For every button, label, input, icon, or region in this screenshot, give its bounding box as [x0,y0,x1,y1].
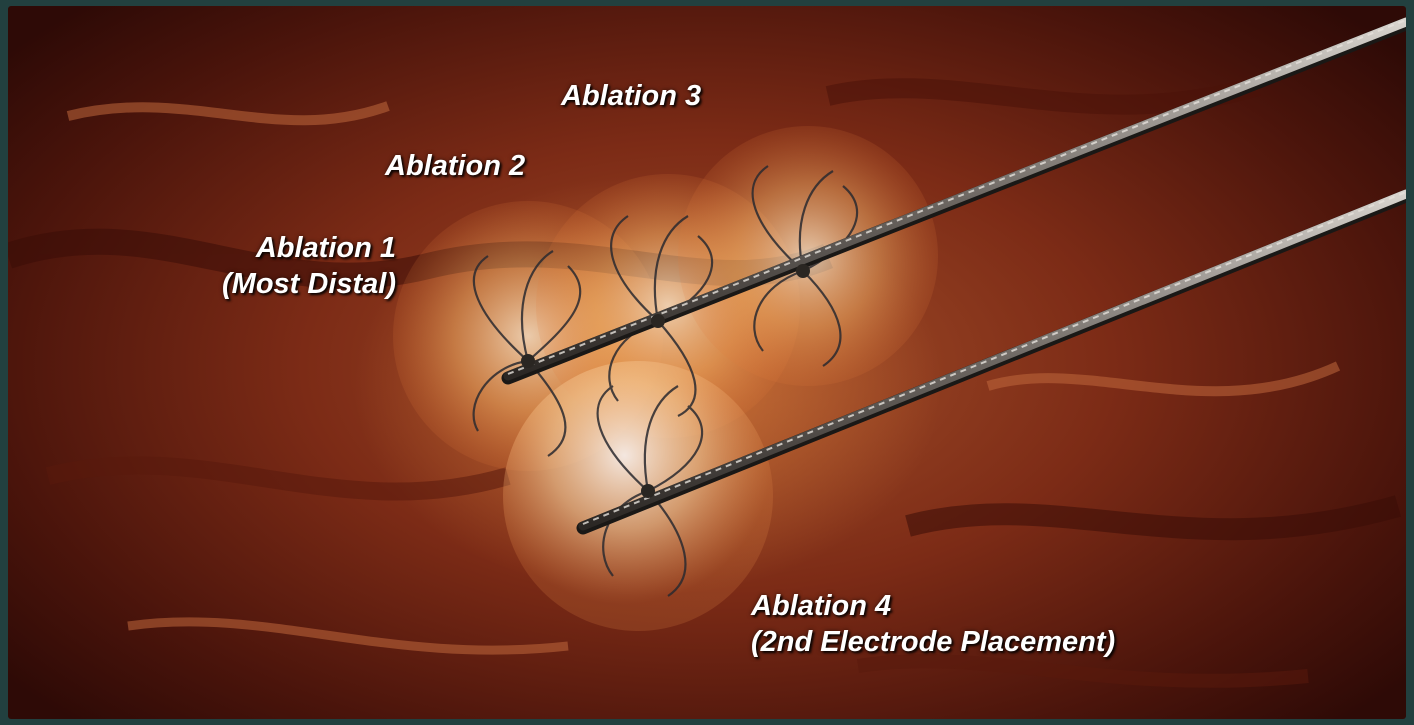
tissue-artwork [8,6,1406,719]
label-ablation-4-subtitle: (2nd Electrode Placement) [751,624,1115,660]
label-ablation-4: Ablation 4 (2nd Electrode Placement) [751,588,1115,660]
label-ablation-1: Ablation 1 (Most Distal) [184,230,396,302]
label-ablation-3: Ablation 3 [561,78,701,114]
label-ablation-2-text: Ablation 2 [385,148,525,184]
ablation-illustration: Ablation 3 Ablation 2 Ablation 1 (Most D… [8,6,1406,719]
label-ablation-3-text: Ablation 3 [561,78,701,114]
label-ablation-2: Ablation 2 [385,148,525,184]
label-ablation-1-subtitle: (Most Distal) [184,266,396,302]
label-ablation-1-title: Ablation 1 [184,230,396,266]
label-ablation-4-title: Ablation 4 [751,588,1115,624]
